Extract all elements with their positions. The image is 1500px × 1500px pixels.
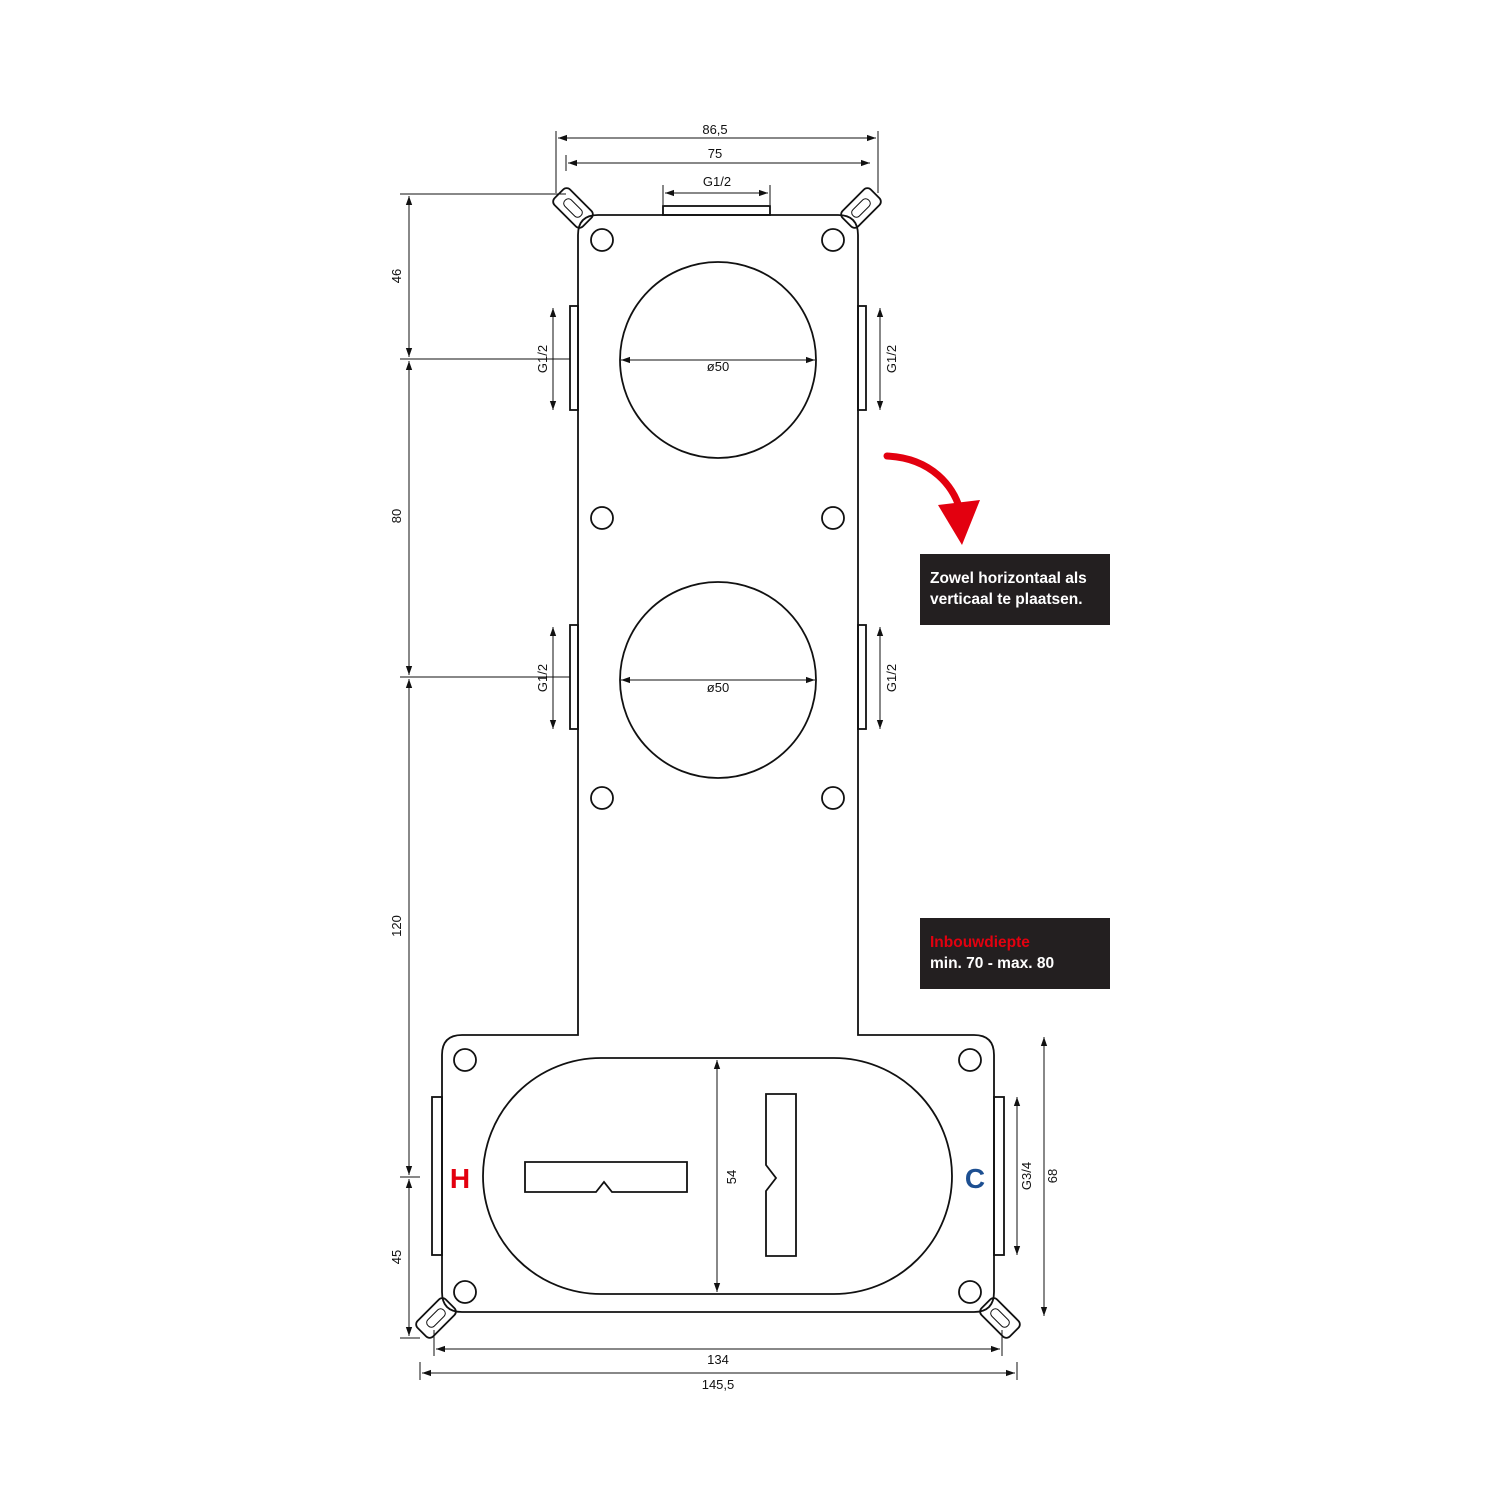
bottom-outer-width-label: 145,5 [702,1377,735,1392]
orientation-note-line1: Zowel horizontaal als [930,570,1087,587]
top-outer-width-label: 86,5 [702,122,727,137]
left-dim-120-label: 120 [389,915,404,937]
installation-depth-title: Inbouwdiepte [930,934,1030,951]
top-port-label: G1/2 [703,174,731,189]
box-height-label: 68 [1045,1169,1060,1183]
lower-valve-opening [619,581,817,779]
cold-inlet-slot [765,1093,797,1257]
corner-tab-bottom-left [415,1297,457,1339]
orientation-note: Zowel horizontaal als verticaal te plaat… [920,554,1110,625]
lower-diameter-label: ø50 [707,680,729,695]
bottom-inner-width-label: 134 [707,1352,729,1367]
hot-port-stub [431,1096,443,1256]
rotation-arrow-icon [883,452,980,545]
corner-tab-top-left [552,187,594,229]
corner-tab-top-right [840,187,882,229]
mounting-plate-outline [441,214,995,1313]
installation-depth-note: Inbouwdiepte min. 70 - max. 80 [920,918,1110,989]
upper-diameter-label: ø50 [707,359,729,374]
corner-tab-bottom-right [979,1297,1021,1339]
cold-port-stub [993,1096,1005,1256]
side-port-upper-right-label: G1/2 [884,345,899,373]
left-dim-46-label: 46 [389,269,404,283]
orientation-note-line2: verticaal te plaatsen. [930,591,1083,608]
cold-label: C [965,1163,985,1194]
hot-label: H [450,1163,470,1194]
mounting-holes [453,228,982,1304]
side-port-lower-left-label: G1/2 [535,664,550,692]
top-inner-width-label: 75 [708,146,722,161]
box-port-label: G3/4 [1019,1162,1034,1190]
left-dim-80-label: 80 [389,509,404,523]
side-port-lower-right-label: G1/2 [884,664,899,692]
top-port-stub [662,205,771,216]
housing-height-label: 54 [724,1170,739,1184]
hot-inlet-slot [524,1161,688,1193]
left-dim-45-label: 45 [389,1250,404,1264]
upper-valve-opening [619,261,817,459]
installation-depth-value: min. 70 - max. 80 [930,955,1055,972]
mixer-cartridge-housing [482,1057,953,1295]
